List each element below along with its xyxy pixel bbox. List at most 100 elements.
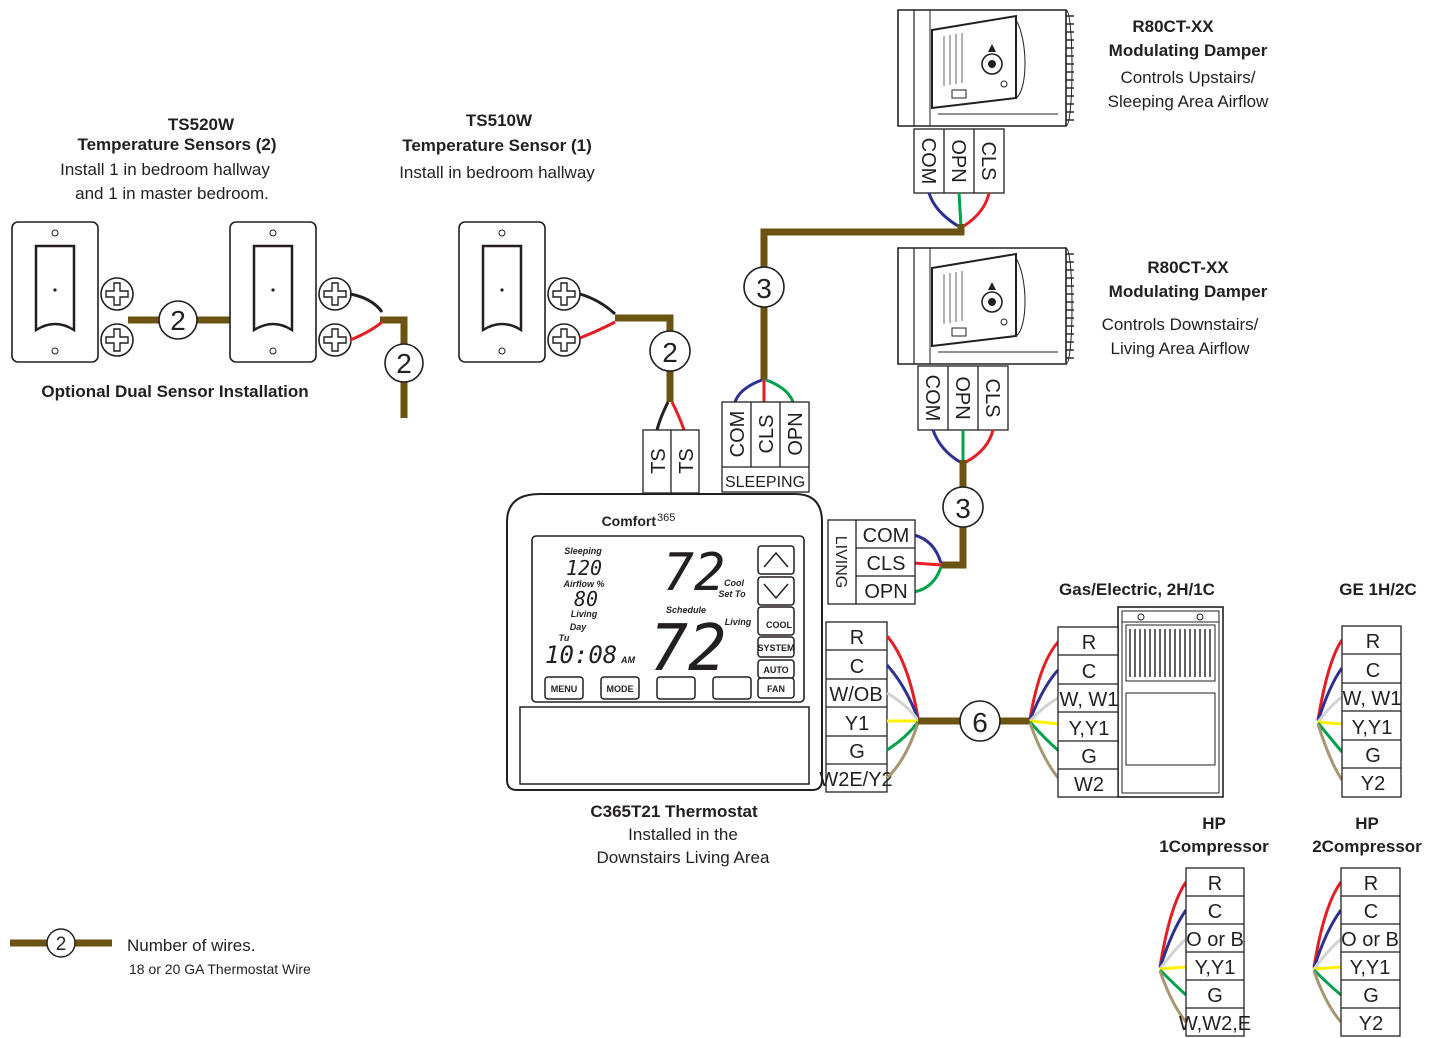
hp1-terminal-6: W,W2,E [1179, 1013, 1251, 1035]
stat-blue-wire [885, 663, 920, 720]
ge-yellow-wire [1029, 719, 1061, 726]
upstairs-blue-wire [927, 192, 959, 228]
ts520w-title: Temperature Sensors (2) [77, 135, 276, 154]
gas-electric-terminal-2: C [1082, 661, 1096, 683]
upstairs-damper-title: Modulating Damper [1109, 41, 1268, 60]
sleeping-wire-count-badge [743, 266, 785, 308]
sleeping-blue-wire [733, 378, 763, 403]
downstairs-terminal-cls: CLS [981, 379, 1003, 418]
dual-out-cable [380, 316, 408, 418]
thermostat-terminal-y1: Y1 [845, 713, 869, 735]
living-terminal-opn: OPN [864, 581, 907, 603]
thermostat-terminal-g: G [849, 741, 865, 763]
ts510w-line1: Install in bedroom hallway [399, 163, 595, 182]
hp2-terminal-6: Y2 [1359, 1013, 1383, 1035]
hp2-yellow-wire [1313, 965, 1342, 971]
gas-electric-terminal-4: Y,Y1 [1069, 718, 1110, 740]
thermostat-terminal-w2ey2: W2E/Y2 [819, 769, 892, 791]
thermostat-brand: Comfort [602, 513, 657, 529]
upstairs-red-wire [963, 192, 991, 228]
downstairs-damper-title: Modulating Damper [1109, 282, 1268, 301]
ge1-blue-wire [1316, 667, 1344, 722]
downstairs-damper-line2: Living Area Airflow [1111, 339, 1251, 358]
downstairs-blue-wire [931, 429, 961, 464]
stat-tan-wire [885, 722, 920, 780]
ts-red-wire [670, 401, 686, 431]
sensor-2-red-wire [349, 320, 383, 342]
thermostat-terminal-c: C [850, 656, 864, 678]
ge1-green-wire [1316, 722, 1344, 753]
thermostat-screen [531, 535, 805, 703]
thermostat-brand-sup: 365 [657, 512, 675, 524]
downstairs-terminal-com: COM [921, 375, 943, 422]
thermostat-line2: Downstairs Living Area [597, 848, 770, 867]
lcd-day-value: Tu [559, 633, 570, 643]
equipment-wire-count-badge [959, 700, 1001, 742]
down-arrow-button[interactable] [757, 576, 795, 606]
blank-button-1[interactable] [656, 676, 696, 700]
auto-button[interactable]: AUTO [757, 659, 795, 679]
lcd-setpoint: 72 [663, 543, 726, 603]
dual-sensor-caption: Optional Dual Sensor Installation [41, 382, 308, 401]
hp1-terminal-2: C [1208, 901, 1222, 923]
ts510w-black-wire [579, 292, 617, 316]
dual-out-wire-count: 2 [396, 348, 412, 379]
furnace-unit [1117, 606, 1224, 798]
cool-button[interactable]: COOL [757, 606, 795, 636]
menu-button[interactable]: MENU [544, 676, 584, 700]
sensor-2-black-wire [349, 292, 384, 313]
thermostat-terminal-wob: W/OB [829, 684, 882, 706]
ge-1h2c-terminal-1: R [1366, 631, 1380, 653]
lcd-setpoint-label-1: Cool [724, 578, 744, 588]
ge1-red-wire [1316, 639, 1344, 721]
system-button[interactable]: SYSTEM [757, 636, 795, 658]
hp1-terminal-5: G [1207, 985, 1223, 1007]
chevron-up-icon [763, 551, 789, 568]
hp1-red-wire [1158, 881, 1188, 968]
ts520w-line1: Install 1 in bedroom hallway [60, 160, 270, 179]
mode-button[interactable]: MODE [600, 676, 640, 700]
hp2-blue-wire [1312, 909, 1343, 969]
thermostat-line1: Installed in the [628, 825, 738, 844]
upstairs-green-wire [957, 192, 963, 227]
living-blue-wire [913, 533, 943, 564]
upstairs-damper-line1: Controls Upstairs/ [1120, 68, 1255, 87]
thermostat-bottom-panel [519, 706, 810, 785]
sensor-plate-2-screw-top [318, 277, 352, 311]
up-arrow-button[interactable] [757, 545, 795, 575]
lcd-time: 10:08 [545, 641, 617, 669]
ge-1h2c-terminal-6: Y2 [1361, 773, 1385, 795]
hp1-terminal-3: O or B [1186, 929, 1244, 951]
ge-1h2c-terminal-4: Y,Y1 [1352, 717, 1393, 739]
sensor-plate-1-screw-top [100, 277, 134, 311]
blank-button-2[interactable] [712, 676, 752, 700]
ts510w-title: Temperature Sensor (1) [402, 136, 592, 155]
auto-button-label: AUTO [763, 665, 788, 675]
living-terminal-com: COM [863, 525, 910, 547]
downstairs-damper [897, 247, 1075, 365]
fan-button[interactable]: FAN [757, 677, 795, 699]
legend-line1: Number of wires. [127, 936, 255, 955]
ge-red-wire [1028, 638, 1062, 720]
downstairs-damper-terminals [917, 365, 1009, 431]
hp2-red-wire [1312, 881, 1343, 968]
lcd-setpoint-label-2: Set To [718, 589, 746, 599]
stat-red-wire [885, 635, 920, 719]
legend-wire-count: 2 [56, 934, 67, 955]
ge-1h2c-title: GE 1H/2C [1339, 580, 1416, 599]
gas-electric-terminal-6: W2 [1074, 774, 1104, 796]
upstairs-terminal-cls: CLS [977, 142, 999, 181]
ge-tan-wire [1028, 722, 1062, 781]
lcd-living-value: 80 [574, 587, 598, 611]
ts-black-wire [655, 401, 670, 431]
ts510w-cable [615, 314, 674, 402]
gas-electric-terminal-3: W, W1 [1060, 689, 1119, 711]
lcd-temp-zone: Living [725, 617, 752, 627]
living-red-wire [913, 561, 942, 567]
living-wire-count-badge [942, 486, 984, 528]
ge-1h2c-terminal-2: C [1366, 660, 1380, 682]
downstairs-terminal-opn: OPN [951, 376, 973, 419]
ts510w-red-wire [579, 320, 616, 340]
legend-line2: 18 or 20 GA Thermostat Wire [129, 961, 311, 977]
